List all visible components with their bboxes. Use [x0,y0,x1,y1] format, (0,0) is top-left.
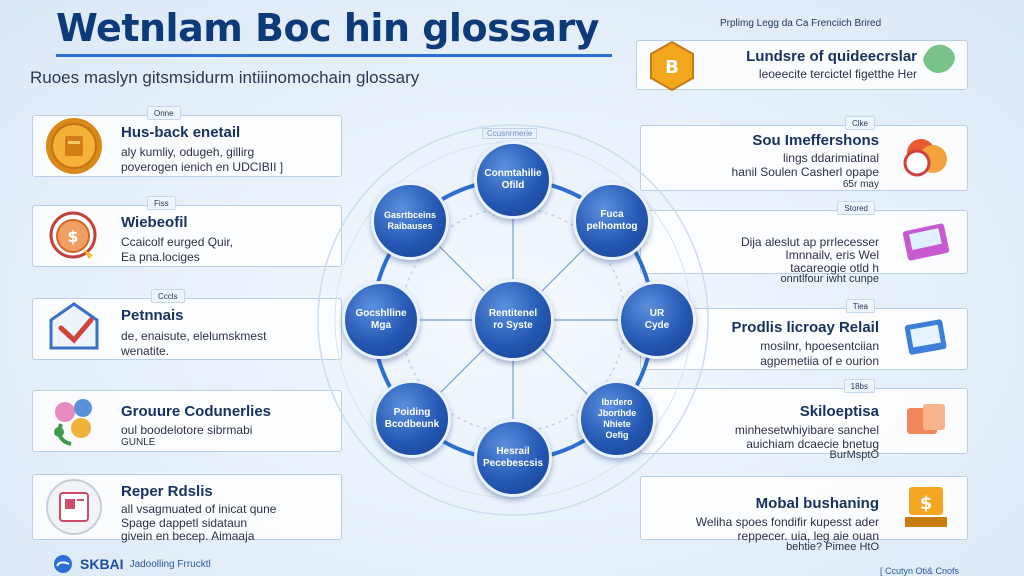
card-line: behtie? Pimee HtO [786,541,879,553]
card-line: reppecer. uia, leg aie ouan [737,529,879,543]
card-line: wenatite. [121,344,170,358]
card-reader-icon [902,223,950,261]
card-title: Prodlis licroay Relail [731,319,879,336]
card-line: oul boodelotore sibrmabi [121,423,253,437]
card-title: Grouure Codunerlies [121,403,272,420]
wallet-coin-icon: $ [49,211,97,259]
page-title: Wetnlam Boc hin glossary [56,6,599,50]
left-card-4: Grouure Codunerlies oul boodelotore sibr… [32,390,342,452]
card-tag: Stored [837,201,875,215]
page-subtitle: Ruoes maslyn gitsmsidurm intiiinomochain… [30,68,420,87]
svg-text:$: $ [920,493,933,514]
brand-tagline: Jadoolling Frrucktl [129,558,211,570]
card-line: GUNLE [121,437,156,448]
card-title: Sou Imeffershons [752,132,879,149]
shield-check-icon [49,302,99,350]
node-label: Fuca pelhomtog [586,209,638,232]
gold-coin-icon [46,118,102,174]
node-label: Conmtahilie Ofild [484,168,542,191]
card-tag: Tiea [845,299,875,313]
brand-cloud-icon [54,555,72,573]
card-title: Reper Rdslis [121,483,213,500]
footer-note: [ Ccutyn Oti& Cnofs [880,566,960,576]
svg-text:$: $ [67,227,78,246]
card-line: all vsagmuated of inicat qune [121,502,277,516]
brand-name: SKBAI [80,556,124,572]
card-title: Wiebeofil [121,214,188,231]
card-line: BurMsptO [829,449,879,461]
diagram-node[interactable]: Gasrtbceins Raibauses [371,182,449,260]
card-line: mosilnr, hpoesentciian [760,339,879,353]
card-line: 65r may [842,179,879,190]
diagram-node[interactable]: Poiding Bcodbeunk [373,380,451,458]
card-tag: Fiss [147,196,176,210]
diagram-node[interactable]: Fuca pelhomtog [573,182,651,260]
diagram-node[interactable]: Hesrail Pecebescsis [474,419,552,497]
left-card-1: Onne Hus-back enetail aly kumliy, odugeh… [32,106,342,177]
card-line: Weliha spoes fondifir kupesst ader [695,515,879,529]
card-line: poverogen ienich en UDCIBII ] [121,160,284,174]
card-line: onntlfour iwht cunpe [780,273,879,285]
card-line: agpemetiia of e ourion [760,354,879,368]
footer-logo: SKBAI Jadoolling Frrucktl [52,554,211,574]
node-label: UR Cyde [644,308,670,331]
money-box-icon: $ [905,487,947,527]
card-line: aly kumliy, odugeh, gillirg [121,145,255,159]
card-title: Skiloeptisa [799,403,879,420]
ring-label: Ccusnrmerie [482,128,538,139]
card-title: Hus-back enetail [121,124,241,141]
coin-stack-icon [903,139,947,177]
node-label: Gasrtbceins Raibauses [383,210,437,231]
left-card-5: Reper Rdslis all vsagmuated of inicat qu… [32,474,342,543]
right-card-3: Stored Dija aleslut ap prrlecesser Imnna… [640,201,968,285]
card-tag: Onne [147,106,181,120]
right-card-2: Clke Sou Imeffershons lings ddarimiatina… [640,116,968,191]
card-title: Lundsre of quideecrslar [746,48,917,65]
center-node[interactable]: Rentitenel ro Syste [472,279,554,361]
card-line: minhesetwhiyibare sanchel [734,423,879,437]
card-tag: Clke [844,116,875,130]
right-card-6: Mobal bushaning Weliha spoes fondifir ku… [640,476,968,553]
card-tag: 18bs [843,379,875,393]
node-label: Poiding Bcodbeunk [384,407,440,430]
left-card-3: Cccls Petnnais de, enaisute, elelumskmes… [32,289,342,360]
node-label: Ibrdero Jborthde Nhiete Oefig [597,397,637,440]
card-line: Imnnailv, eris Wel [785,248,879,262]
card-title: Petnnais [121,307,184,324]
right-card-5: 18bs Skiloeptisa minhesetwhiyibare sanch… [640,379,968,461]
card-line: Ccaicolf eurged Quir, [121,235,234,249]
diagram-node[interactable]: Conmtahilie Ofild [474,141,552,219]
document-badge-icon [46,479,102,535]
card-line: Dija aleslut ap prrlecesser [740,235,879,249]
left-card-2: Fiss $ Wiebeofil Ccaicolf eurged Quir, E… [32,196,342,267]
card-line: leoeecite tercictel figetthe Her [758,67,917,81]
diagram-node[interactable]: UR Cyde [618,281,696,359]
receipt-screen-icon [904,319,947,355]
card-line: givein en becep. Aimaaja [121,529,255,543]
card-line: de, enaisute, elelumskmest [121,329,267,343]
svg-text:B: B [665,57,679,78]
card-line: hanil Soulen Casherl opape [731,165,879,179]
card-line: auichiam dcaecie bnetug [746,437,879,451]
card-tag: Cccls [151,289,185,303]
node-label: Hesrail Pecebescsis [482,446,544,469]
diagram-node[interactable]: Gocshlline Mga [342,281,420,359]
node-label: Rentitenel ro Syste [488,308,538,331]
right-card-4: Tiea Prodlis licroay Relail mosilnr, hpo… [640,299,968,370]
blockchain-diagram: Ccusnrmerie Rentitenel ro Syste Conmtahi… [260,110,760,530]
diagram-node[interactable]: Ibrdero Jborthde Nhiete Oefig [578,380,656,458]
right-card-1: B Lundsre of quideecrslar leoeecite terc… [636,40,968,92]
card-line: lings ddarimiatinal [782,151,879,165]
top-note: Prplimg Legg da Ca Frenciich Brired [720,18,882,29]
card-title: Mobal bushaning [755,495,879,512]
exchange-icon [907,404,945,434]
bitcoin-hexagon-icon: B [650,40,694,92]
card-line: tacareogie otld h [790,261,879,275]
card-line: Ea pna.lociges [121,250,200,264]
title-underline [56,54,612,57]
card-line: Spage dappetl sidataun [121,516,248,530]
globe-map-icon [923,44,955,73]
network-people-icon [54,399,92,446]
node-label: Gocshlline Mga [355,308,407,331]
